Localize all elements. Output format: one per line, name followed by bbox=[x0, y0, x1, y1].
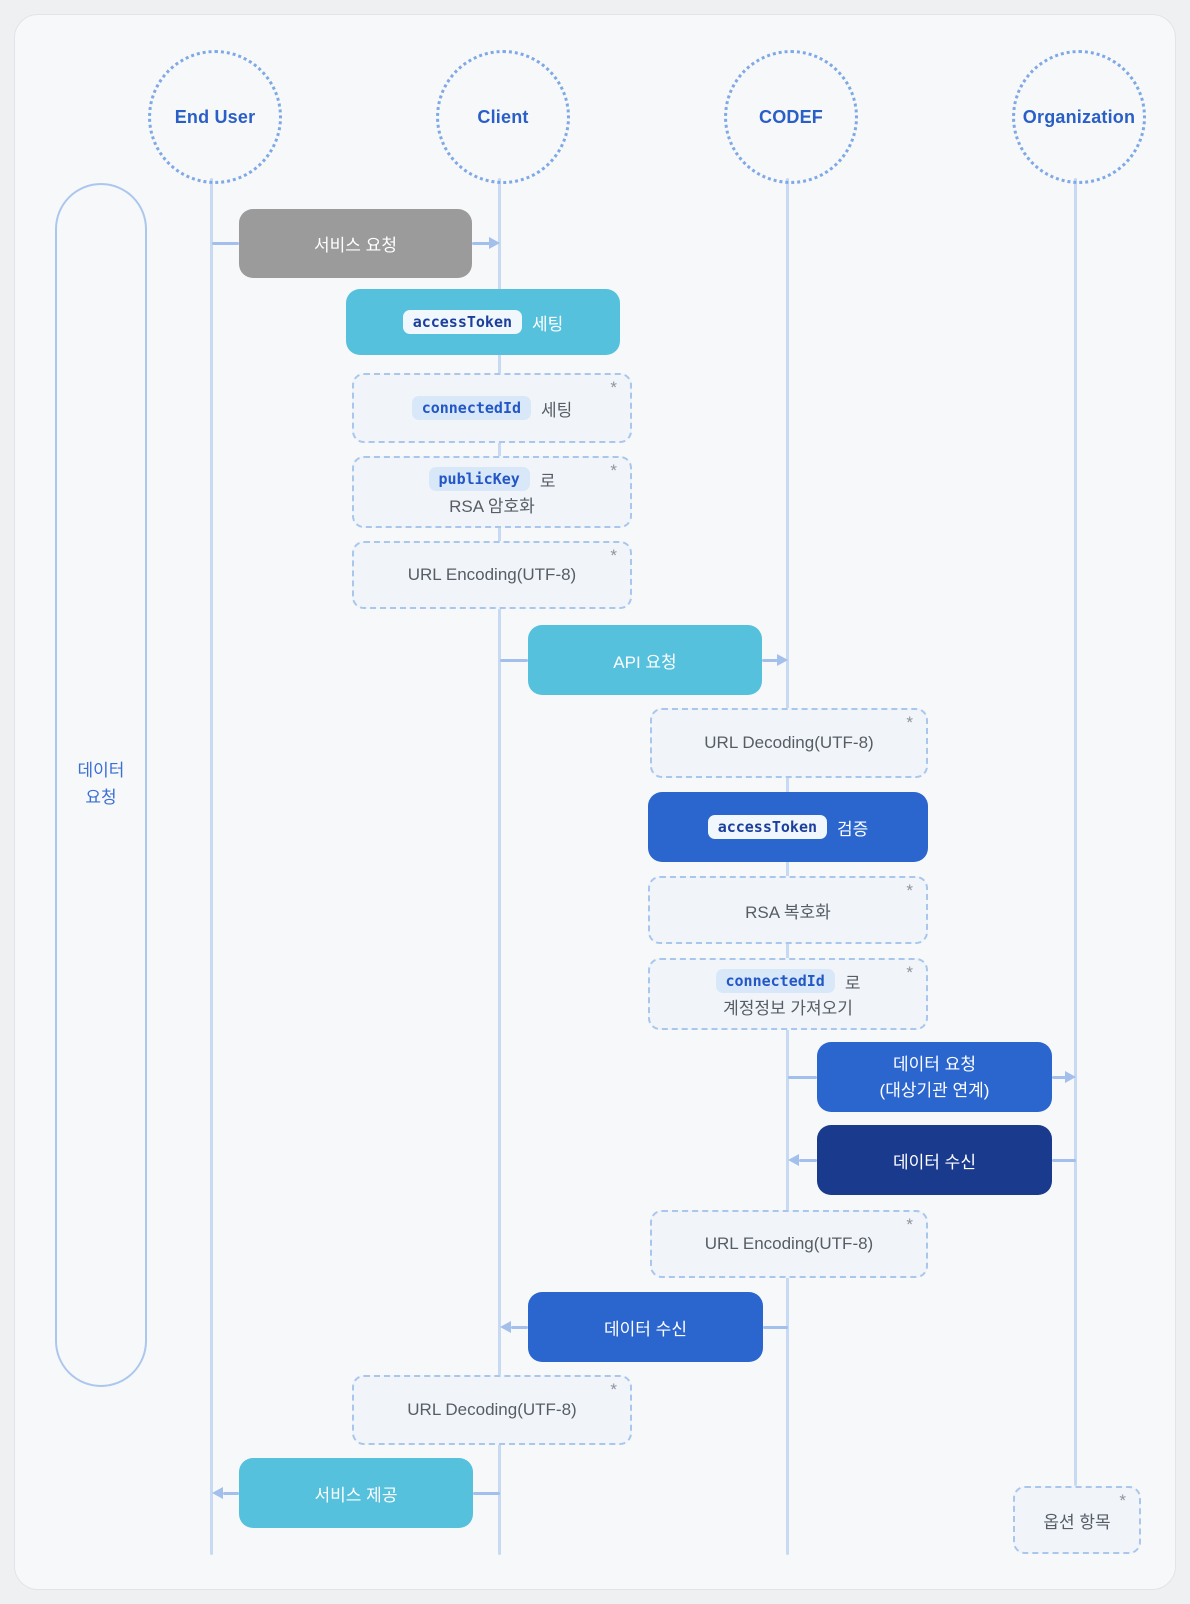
lifeline-client bbox=[498, 178, 501, 1555]
arrow-service-provide-head bbox=[212, 1487, 223, 1499]
optional-marker: * bbox=[906, 963, 913, 982]
step-url-encoding-codef-label: URL Encoding(UTF-8) bbox=[704, 1234, 874, 1253]
step-url-decoding-codef: * URL Decoding(UTF-8) bbox=[650, 708, 928, 778]
optional-marker: * bbox=[906, 1215, 913, 1234]
step-url-encoding-codef: * URL Encoding(UTF-8) bbox=[650, 1210, 928, 1278]
step-rsa-decrypt-label: RSA 복호화 bbox=[745, 902, 831, 922]
step-access-token-setting: accessToken 세팅 bbox=[346, 289, 620, 355]
step-connected-id-fetch-label2: 계정정보 가져오기 bbox=[723, 998, 853, 1018]
arrow-data-receive-org-head bbox=[788, 1154, 799, 1166]
arrow-data-receive-org-tail bbox=[1052, 1159, 1076, 1162]
arrow-service-provide-tail bbox=[473, 1492, 500, 1495]
step-access-token-verify-label: 검증 bbox=[837, 819, 869, 839]
legend-optional-item-label: 옵션 항목 bbox=[1043, 1512, 1111, 1532]
optional-marker: * bbox=[906, 713, 913, 732]
step-rsa-decrypt: * RSA 복호화 bbox=[648, 876, 928, 944]
optional-marker: * bbox=[610, 378, 617, 397]
arrow-data-request-org-tail bbox=[788, 1076, 817, 1079]
arrow-data-request-org-head bbox=[1065, 1071, 1076, 1083]
step-api-request: API 요청 bbox=[528, 625, 762, 695]
optional-marker: * bbox=[906, 881, 913, 900]
arrow-api-request-line bbox=[762, 659, 778, 662]
step-public-key-rsa-encrypt: * publicKey 로 RSA 암호화 bbox=[352, 456, 632, 528]
group-label-line2: 요청 bbox=[85, 788, 117, 807]
step-public-key-label: 로 bbox=[539, 471, 556, 491]
step-service-request-label: 서비스 요청 bbox=[314, 236, 397, 255]
step-data-receive-client-label: 데이터 수신 bbox=[604, 1319, 687, 1339]
data-request-group-label: 데이터 요청 bbox=[55, 757, 147, 811]
optional-marker: * bbox=[610, 461, 617, 480]
step-url-encoding-client: * URL Encoding(UTF-8) bbox=[352, 541, 632, 609]
arrow-data-receive-org-line bbox=[799, 1159, 817, 1162]
step-connected-id-setting: * connectedId 세팅 bbox=[352, 373, 632, 443]
connected-id-code-badge: connectedId bbox=[411, 396, 532, 420]
arrow-data-receive-client-line bbox=[511, 1326, 528, 1329]
lifeline-codef bbox=[786, 178, 789, 1555]
access-token-code-badge: accessToken bbox=[402, 310, 523, 334]
step-data-receive-client: 데이터 수신 bbox=[528, 1292, 763, 1362]
step-service-provide: 서비스 제공 bbox=[239, 1458, 473, 1528]
step-service-provide-label: 서비스 제공 bbox=[314, 1485, 398, 1505]
lifeline-end-user bbox=[210, 178, 213, 1555]
actor-codef-label: CODEF bbox=[759, 106, 823, 127]
step-data-request-org-label: 데이터 요청 bbox=[893, 1054, 976, 1074]
step-data-request-org: 데이터 요청 (대상기관 연계) bbox=[817, 1042, 1052, 1112]
actor-codef: CODEF bbox=[724, 50, 858, 184]
arrow-service-request-tail bbox=[212, 242, 239, 245]
step-service-request: 서비스 요청 bbox=[239, 209, 472, 278]
step-access-token-verify: accessToken 검증 bbox=[648, 792, 928, 862]
public-key-code-badge: publicKey bbox=[428, 467, 530, 491]
connected-id-code-badge: connectedId bbox=[715, 969, 835, 993]
step-api-request-label: API 요청 bbox=[613, 652, 677, 672]
actor-organization: Organization bbox=[1012, 50, 1146, 184]
actor-client-label: Client bbox=[477, 106, 529, 127]
step-data-request-org-label2: (대상기관 연계) bbox=[879, 1080, 990, 1100]
step-access-token-setting-label: 세팅 bbox=[532, 314, 564, 334]
actor-end-user-label: End User bbox=[174, 106, 256, 127]
arrow-data-request-org-line bbox=[1052, 1076, 1066, 1079]
lifeline-organization bbox=[1074, 178, 1077, 1486]
optional-marker: * bbox=[610, 1380, 617, 1399]
step-url-decoding-client: * URL Decoding(UTF-8) bbox=[352, 1375, 632, 1445]
step-data-receive-from-org: 데이터 수신 bbox=[817, 1125, 1052, 1195]
step-connected-id-setting-label: 세팅 bbox=[541, 400, 573, 420]
data-request-group-outline bbox=[55, 183, 147, 1387]
arrow-api-request-tail bbox=[500, 659, 528, 662]
arrow-data-receive-client-head bbox=[500, 1321, 511, 1333]
step-url-decoding-codef-label: URL Decoding(UTF-8) bbox=[704, 733, 874, 752]
arrow-api-request-head bbox=[777, 654, 788, 666]
arrow-data-receive-client-tail bbox=[763, 1326, 788, 1329]
step-url-encoding-client-label: URL Encoding(UTF-8) bbox=[407, 565, 577, 584]
actor-end-user: End User bbox=[148, 50, 282, 184]
group-label-line1: 데이터 bbox=[77, 761, 125, 780]
arrow-service-provide-line bbox=[223, 1492, 239, 1495]
actor-organization-label: Organization bbox=[1022, 106, 1136, 127]
legend-optional-item: * 옵션 항목 bbox=[1013, 1486, 1141, 1554]
optional-marker: * bbox=[1119, 1491, 1126, 1510]
step-connected-id-fetch: * connectedId 로 계정정보 가져오기 bbox=[648, 958, 928, 1030]
step-public-key-label2: RSA 암호화 bbox=[449, 496, 535, 516]
actor-client: Client bbox=[436, 50, 570, 184]
step-connected-id-fetch-label: 로 bbox=[844, 973, 861, 993]
arrow-service-request-line bbox=[472, 242, 490, 245]
arrow-service-request-head bbox=[489, 237, 500, 249]
optional-marker: * bbox=[610, 546, 617, 565]
step-data-receive-from-org-label: 데이터 수신 bbox=[893, 1152, 976, 1172]
step-url-decoding-client-label: URL Decoding(UTF-8) bbox=[407, 1400, 577, 1419]
access-token-code-badge: accessToken bbox=[707, 815, 828, 839]
